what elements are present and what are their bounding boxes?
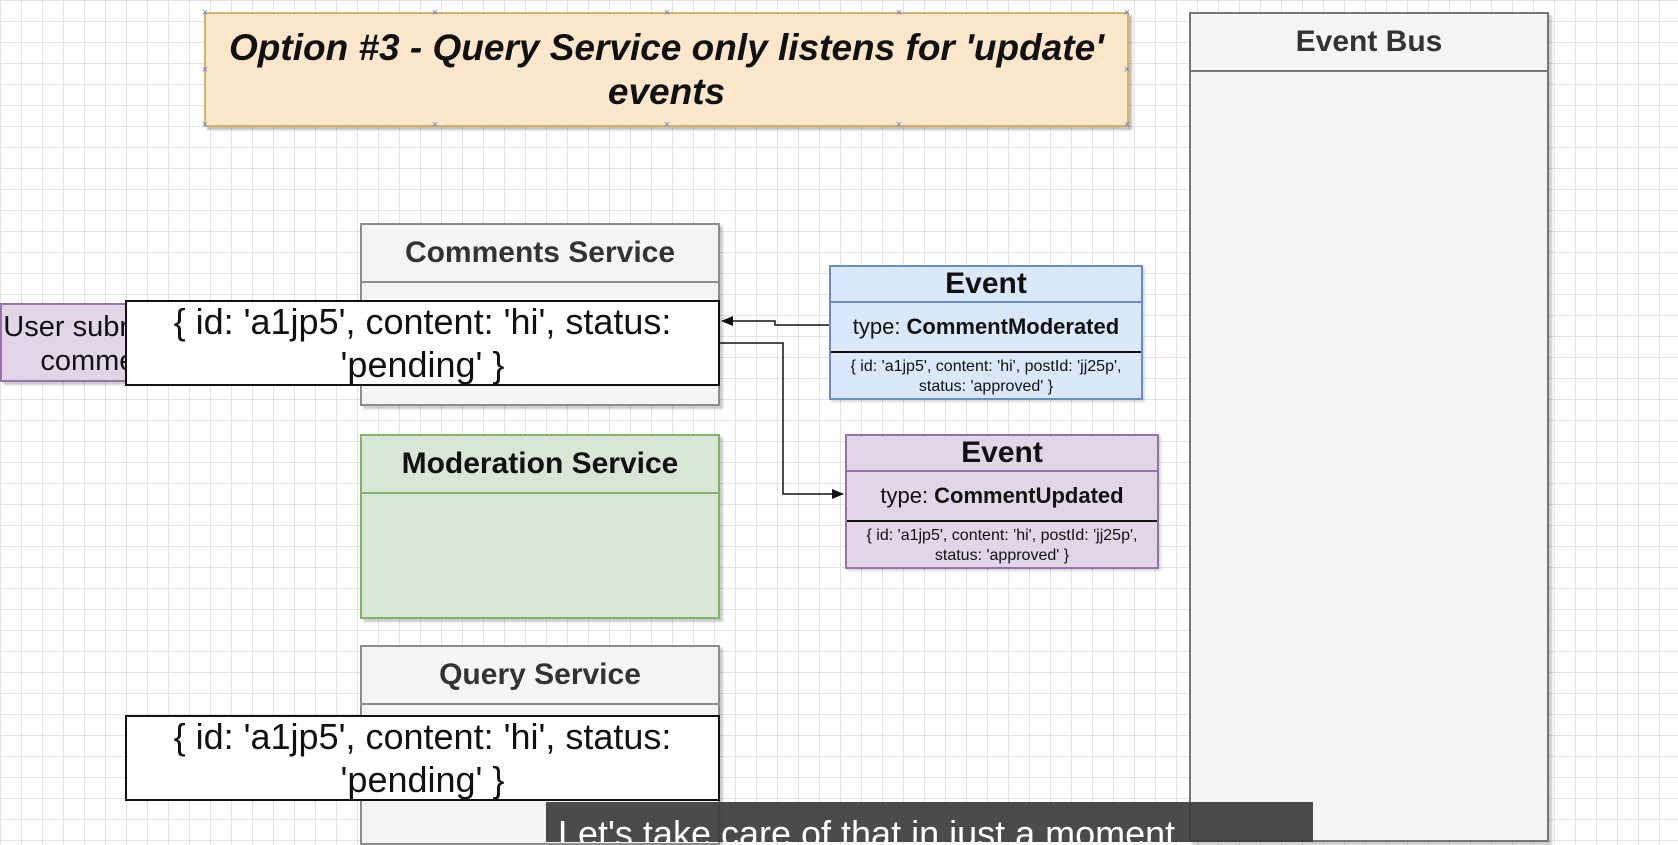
- selection-handle-icon[interactable]: ×: [663, 7, 671, 19]
- event-bus-label: Event Bus: [1191, 14, 1547, 72]
- event-header: Event: [831, 267, 1141, 303]
- selection-handle-icon[interactable]: ×: [201, 64, 209, 76]
- diagram-title-box[interactable]: Option #3 - Query Service only listens f…: [201, 7, 1131, 131]
- query-record-box[interactable]: { id: 'a1jp5', content: 'hi', status: 'p…: [125, 715, 720, 801]
- event-header: Event: [847, 436, 1157, 472]
- selection-handle-icon[interactable]: ×: [1123, 119, 1131, 131]
- video-caption: Let's take care of that in just a moment: [546, 802, 1313, 842]
- query-record-text: { id: 'a1jp5', content: 'hi', status: 'p…: [173, 716, 672, 800]
- event-comment-moderated[interactable]: Event type: CommentModerated { id: 'a1jp…: [829, 265, 1143, 400]
- event-payload: { id: 'a1jp5', content: 'hi', postId: 'j…: [850, 358, 1122, 395]
- selection-handle-icon[interactable]: ×: [895, 7, 903, 19]
- arrow-moderated-to-comments: [721, 316, 829, 326]
- event-payload: { id: 'a1jp5', content: 'hi', postId: 'j…: [866, 527, 1138, 564]
- caption-text: Let's take care of that in just a moment: [558, 813, 1176, 842]
- event-type-value: CommentModerated: [906, 314, 1120, 339]
- selection-handle-icon[interactable]: ×: [431, 7, 439, 19]
- event-comment-updated[interactable]: Event type: CommentUpdated { id: 'a1jp5'…: [845, 434, 1159, 569]
- selection-handle-icon[interactable]: ×: [895, 119, 903, 131]
- selection-handle-icon[interactable]: ×: [1123, 7, 1131, 19]
- event-type-label: type:: [852, 314, 901, 339]
- selection-handle-icon[interactable]: ×: [201, 119, 209, 131]
- selection-handle-icon[interactable]: ×: [201, 7, 209, 19]
- event-type-row: type: CommentUpdated: [847, 472, 1157, 522]
- query-service-label: Query Service: [362, 647, 718, 705]
- comments-record-text: { id: 'a1jp5', content: 'hi', status: 'p…: [173, 301, 672, 385]
- moderation-service-label: Moderation Service: [362, 436, 718, 494]
- comments-service-label: Comments Service: [362, 225, 718, 283]
- arrow-comments-to-updated: [720, 342, 844, 499]
- comments-record-box[interactable]: { id: 'a1jp5', content: 'hi', status: 'p…: [125, 300, 720, 386]
- diagram-title: Option #3 - Query Service only listens f…: [229, 26, 1104, 112]
- event-bus-container[interactable]: Event Bus: [1189, 12, 1549, 842]
- moderation-service-box[interactable]: Moderation Service: [360, 434, 720, 619]
- event-type-label: type:: [880, 483, 929, 508]
- event-type-value: CommentUpdated: [934, 483, 1124, 508]
- event-type-row: type: CommentModerated: [831, 303, 1141, 353]
- selection-handle-icon[interactable]: ×: [1123, 64, 1131, 76]
- selection-handle-icon[interactable]: ×: [431, 119, 439, 131]
- selection-handle-icon[interactable]: ×: [663, 119, 671, 131]
